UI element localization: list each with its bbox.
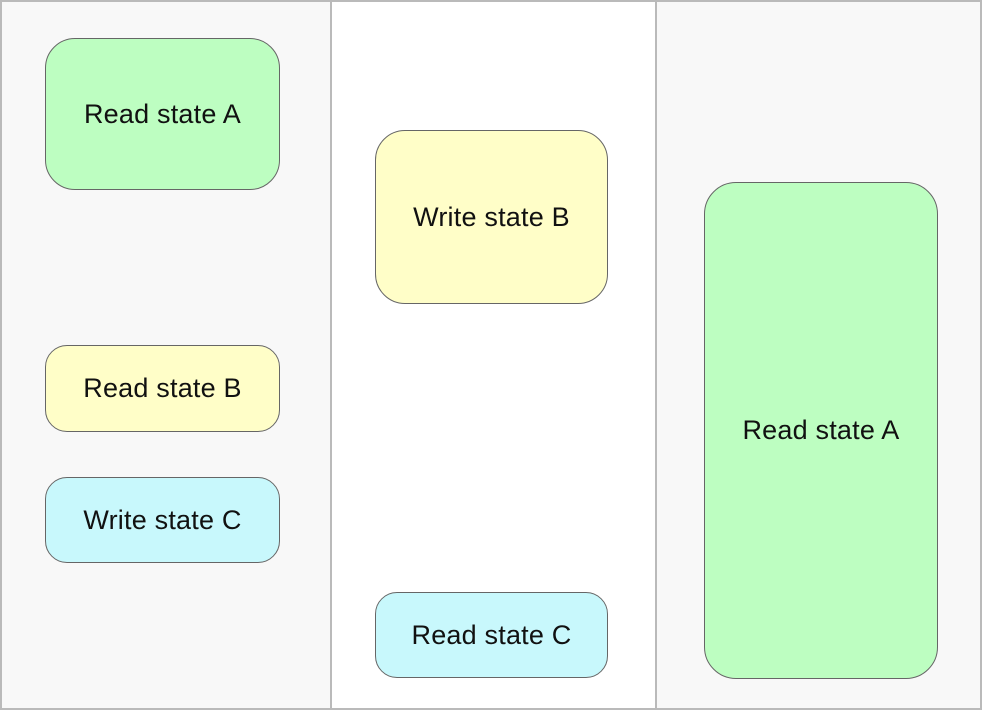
task-label: Read state A	[83, 98, 241, 129]
task-box-read-state-a: Read state A	[45, 38, 280, 190]
task-box-write-state-b: Write state B	[375, 130, 608, 304]
task-box-read-state-c: Read state C	[375, 592, 608, 678]
task-label: Write state C	[83, 504, 242, 535]
task-label: Read state C	[411, 619, 572, 650]
task-label: Read state A	[742, 415, 900, 445]
lane-1: Read state A Read state B Write state C	[2, 2, 330, 708]
task-label: Write state B	[413, 201, 570, 232]
task-box-write-state-c: Write state C	[45, 477, 280, 563]
task-box-read-state-b: Read state B	[45, 345, 280, 432]
task-box-read-state-a-tall: Read state A	[704, 182, 938, 679]
task-label: Read state B	[83, 373, 242, 403]
lane-2: Write state B Read state C	[330, 2, 655, 708]
lane-3: Read state A	[655, 2, 980, 708]
